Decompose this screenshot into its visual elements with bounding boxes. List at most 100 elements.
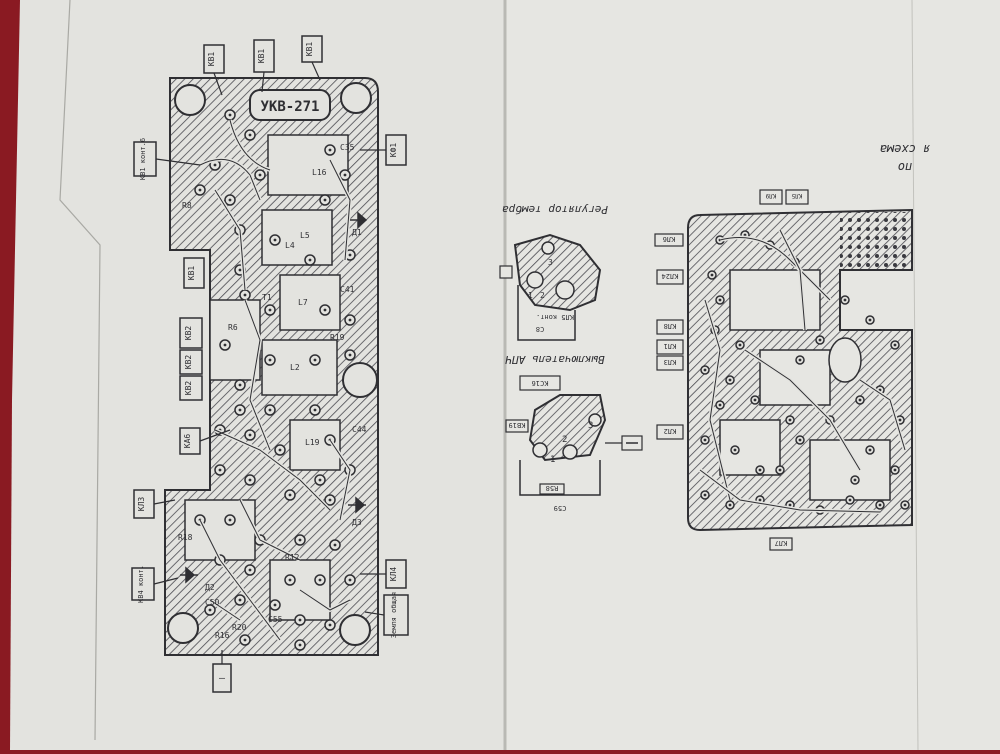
connector-label: КВ1 <box>183 257 205 289</box>
svg-text:по: по <box>898 160 912 174</box>
svg-text:КФ1: КФ1 <box>389 143 398 158</box>
dotted-area <box>840 212 912 270</box>
fold-line-right <box>911 0 919 751</box>
diode-symbol <box>180 566 198 584</box>
connector-label: КВ2 <box>179 349 203 375</box>
svg-text:КВ2: КВ2 <box>184 355 193 370</box>
tone-regulator-title: Регулятор тембра <box>502 203 608 216</box>
solder-pads <box>194 109 356 651</box>
component-label: L19 <box>305 438 320 447</box>
svg-text:1: 1 <box>528 291 533 300</box>
svg-text:КЛ5 конт.: КЛ5 конт. <box>536 313 574 321</box>
svg-text:КВ19: КВ19 <box>509 421 526 429</box>
svg-text:1: 1 <box>550 455 555 465</box>
component-label: L4 <box>285 241 295 250</box>
svg-text:КЛ1: КЛ1 <box>664 342 677 350</box>
mounting-hole <box>340 82 372 114</box>
connector-label: КФ1 <box>360 134 407 166</box>
svg-text:КЛ3: КЛ3 <box>664 358 677 366</box>
mounting-hole <box>174 84 206 116</box>
connector-label: КВ4 конт. <box>131 565 179 603</box>
cleared-area <box>261 339 338 396</box>
svg-text:КВ1: КВ1 <box>207 52 216 67</box>
svg-text:КЛ8: КЛ8 <box>664 322 677 330</box>
connector-label: КВ2 <box>179 317 203 349</box>
diode-symbol <box>350 211 368 229</box>
svg-text:С59: С59 <box>554 504 567 512</box>
ukv-board: УКВ-271 С35 L5 L16 L4 Т1 L7 L2 L19 R18 R… <box>164 77 379 656</box>
component-label: Д3 <box>352 518 362 527</box>
board-title-box <box>249 89 331 121</box>
afc-switch: Выключатель АПЧ КС16 3 2 1 КВ19 R58 С59 <box>505 353 643 512</box>
diode-symbol <box>348 496 366 514</box>
svg-text:3: 3 <box>588 421 593 431</box>
svg-text:—: — <box>219 673 226 684</box>
svg-text:КЛ9: КЛ9 <box>765 192 776 199</box>
component-label: R6 <box>228 323 238 332</box>
svg-text:КЛ7: КЛ7 <box>775 539 788 547</box>
cleared-area <box>209 299 261 381</box>
component-label: L2 <box>290 363 300 372</box>
component-label: Д2 <box>205 583 215 592</box>
component-label: R12 <box>285 553 300 562</box>
svg-text:КВ1: КВ1 <box>305 42 314 57</box>
svg-text:КЛ5: КЛ5 <box>791 192 802 199</box>
svg-text:КЛ6: КЛ6 <box>663 235 676 243</box>
tone-switch-body <box>513 233 602 312</box>
svg-text:КВ1 конт.6: КВ1 конт.6 <box>139 138 147 180</box>
svg-text:С8: С8 <box>536 325 544 333</box>
mounting-hole <box>339 614 371 646</box>
component-label: С35 <box>340 143 355 152</box>
cleared-area <box>267 134 349 196</box>
connector-label: КА6 <box>179 427 231 455</box>
svg-text:КС16: КС16 <box>532 379 549 387</box>
svg-text:я схема: я схема <box>880 142 931 156</box>
connector-label: КВ2 <box>179 375 203 401</box>
component-label: Д1 <box>352 228 362 237</box>
component-label: R16 <box>215 631 230 640</box>
svg-text:КЛ4: КЛ4 <box>389 567 398 582</box>
connector-label: КЛ3 <box>133 489 176 519</box>
svg-text:КВ1: КВ1 <box>187 266 196 281</box>
tone-regulator: Регулятор тембра 3 2 1 С8 КЛ5 конт. <box>499 203 608 341</box>
copper-traces <box>198 119 353 642</box>
component-label: R8 <box>182 201 192 210</box>
component-label: C41 <box>340 285 355 294</box>
board-title: УКВ-271 <box>260 99 319 115</box>
svg-text:3: 3 <box>548 258 553 267</box>
component-label: L16 <box>312 168 327 177</box>
svg-text:КЛ3: КЛ3 <box>137 497 146 512</box>
component-label: L7 <box>298 298 308 307</box>
svg-text:R58: R58 <box>546 484 559 492</box>
connector-label: КВ1 <box>203 44 225 96</box>
afc-switch-title: Выключатель АПЧ <box>505 353 605 366</box>
connector-label: КВ1 <box>301 35 323 81</box>
svg-text:2: 2 <box>562 435 567 445</box>
connector-label: Земля общая <box>364 592 409 638</box>
component-label: Т1 <box>262 293 272 302</box>
fold-line-left <box>59 0 101 741</box>
svg-text:2: 2 <box>540 291 545 300</box>
connector-label: КЛ4 <box>360 559 407 589</box>
mounting-hole <box>342 362 378 398</box>
connector-label: — <box>212 650 232 693</box>
component-label: R18 <box>178 533 193 542</box>
component-label: L5 <box>300 231 310 240</box>
main-board-connectors: КЛ6 КЛ24 КЛ8 КЛ1 КЛ3 КЛ2 КЛ9 КЛ5 КЛ7 <box>654 189 809 551</box>
afc-switch-body <box>528 394 607 462</box>
svg-text:Земля общая: Земля общая <box>390 592 398 638</box>
component-label: C55 <box>268 615 283 624</box>
connector-label: КВ1 конт.6 <box>133 138 201 180</box>
main-board-traces <box>698 229 907 514</box>
svg-text:КВ4 конт.: КВ4 конт. <box>137 565 145 603</box>
main-board <box>687 208 913 532</box>
svg-text:КА6: КА6 <box>183 434 192 449</box>
component-label: C44 <box>352 425 367 434</box>
mounting-hole <box>167 612 199 644</box>
corner-heading: по я схема <box>880 142 931 174</box>
component-label: R19 <box>330 333 345 342</box>
svg-text:КЛ24: КЛ24 <box>662 272 679 280</box>
svg-text:КВ2: КВ2 <box>184 381 193 396</box>
